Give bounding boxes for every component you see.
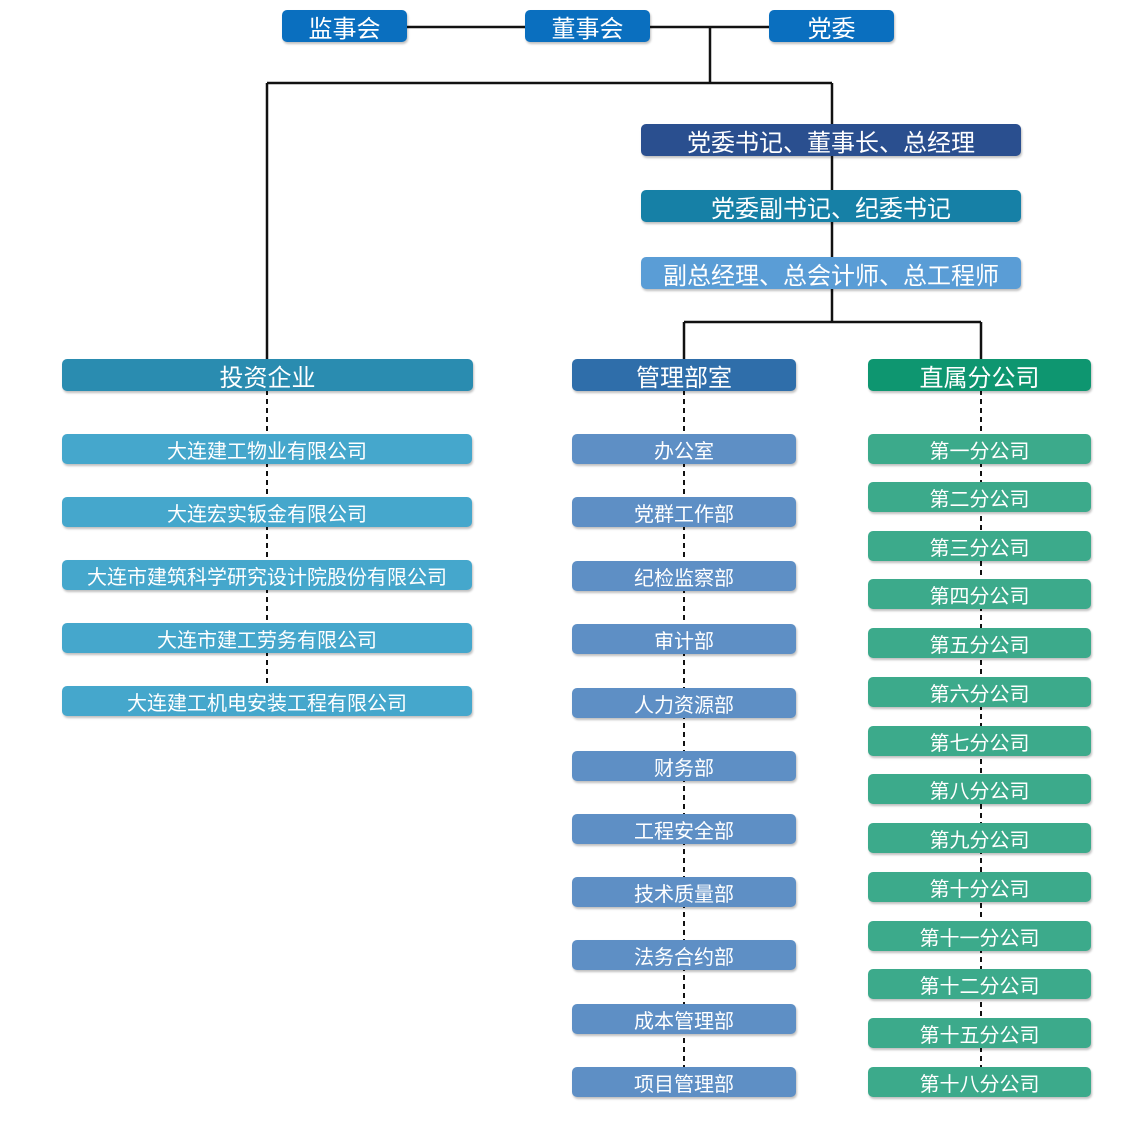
investment-item-label: 大连建工机电安装工程有限公司 xyxy=(127,690,407,715)
department-item: 工程安全部 xyxy=(572,814,796,844)
department-item: 纪检监察部 xyxy=(572,561,796,591)
branches-header: 直属分公司 xyxy=(868,359,1091,392)
department-item-label: 项目管理部 xyxy=(634,1071,734,1096)
branch-item: 第十八分公司 xyxy=(868,1067,1091,1097)
department-item: 法务合约部 xyxy=(572,940,796,970)
branch-item-label: 第八分公司 xyxy=(929,778,1030,803)
branch-item-label: 第十分公司 xyxy=(929,876,1030,901)
branch-item-label: 第六分公司 xyxy=(929,681,1030,706)
department-item: 审计部 xyxy=(572,624,796,654)
branch-item: 第十五分公司 xyxy=(868,1018,1091,1048)
branch-item-label: 第十五分公司 xyxy=(919,1022,1040,1047)
leader-level1-label: 党委书记、董事长、总经理 xyxy=(687,128,975,157)
investment-header-label: 投资企业 xyxy=(219,363,316,392)
department-item-label: 成本管理部 xyxy=(634,1008,734,1033)
leader-level3-label: 副总经理、总会计师、总工程师 xyxy=(663,261,999,290)
department-item: 技术质量部 xyxy=(572,877,796,907)
department-item: 成本管理部 xyxy=(572,1004,796,1034)
supervisory-board-label: 监事会 xyxy=(308,14,381,43)
party-committee-box: 党委 xyxy=(769,10,894,43)
branch-item: 第二分公司 xyxy=(868,482,1091,512)
branch-item-label: 第十一分公司 xyxy=(919,925,1040,950)
investment-item-label: 大连市建工劳务有限公司 xyxy=(157,627,377,652)
department-item: 财务部 xyxy=(572,751,796,781)
leader-level2-box: 党委副书记、纪委书记 xyxy=(641,190,1021,223)
investment-item: 大连市建筑科学研究设计院股份有限公司 xyxy=(62,560,472,590)
investment-item-label: 大连市建筑科学研究设计院股份有限公司 xyxy=(87,564,447,589)
department-item: 人力资源部 xyxy=(572,688,796,718)
branch-item-label: 第十二分公司 xyxy=(919,973,1040,998)
department-item: 党群工作部 xyxy=(572,497,796,527)
leader-level3-box: 副总经理、总会计师、总工程师 xyxy=(641,257,1021,290)
investment-item: 大连建工物业有限公司 xyxy=(62,434,472,464)
branch-item: 第三分公司 xyxy=(868,531,1091,561)
management-header: 管理部室 xyxy=(572,359,796,392)
branches-header-label: 直属分公司 xyxy=(919,363,1040,392)
branch-item: 第十一分公司 xyxy=(868,921,1091,951)
investment-item: 大连宏实钣金有限公司 xyxy=(62,497,472,527)
branch-item-label: 第七分公司 xyxy=(929,730,1030,755)
department-item-label: 纪检监察部 xyxy=(634,565,734,590)
branch-item-label: 第十八分公司 xyxy=(919,1071,1040,1096)
board-label: 董事会 xyxy=(551,14,624,43)
investment-item: 大连建工机电安装工程有限公司 xyxy=(62,686,472,716)
department-item-label: 人力资源部 xyxy=(634,692,734,717)
department-item-label: 党群工作部 xyxy=(634,501,734,526)
branch-item-label: 第五分公司 xyxy=(929,632,1030,657)
department-item-label: 审计部 xyxy=(654,628,714,653)
branch-item: 第四分公司 xyxy=(868,579,1091,609)
department-item: 项目管理部 xyxy=(572,1067,796,1097)
branch-item-label: 第一分公司 xyxy=(929,438,1030,463)
leader-level2-label: 党委副书记、纪委书记 xyxy=(711,194,951,223)
supervisory-board-box: 监事会 xyxy=(282,10,407,43)
investment-header: 投资企业 xyxy=(62,359,473,392)
branch-item: 第五分公司 xyxy=(868,628,1091,658)
board-of-directors-box: 董事会 xyxy=(525,10,650,43)
branch-item: 第一分公司 xyxy=(868,434,1091,464)
department-item-label: 工程安全部 xyxy=(634,818,734,843)
branch-item-label: 第九分公司 xyxy=(929,827,1030,852)
branch-item: 第八分公司 xyxy=(868,774,1091,804)
branch-item-label: 第二分公司 xyxy=(929,486,1030,511)
branch-item: 第七分公司 xyxy=(868,726,1091,756)
leader-level1-box: 党委书记、董事长、总经理 xyxy=(641,124,1021,157)
branch-item: 第六分公司 xyxy=(868,677,1091,707)
branch-item: 第十二分公司 xyxy=(868,969,1091,999)
department-item: 办公室 xyxy=(572,434,796,464)
management-header-label: 管理部室 xyxy=(636,363,732,392)
branch-item: 第十分公司 xyxy=(868,872,1091,902)
investment-item-label: 大连宏实钣金有限公司 xyxy=(167,501,367,526)
branch-item-label: 第四分公司 xyxy=(929,583,1030,608)
department-item-label: 财务部 xyxy=(654,755,714,780)
investment-item-label: 大连建工物业有限公司 xyxy=(167,438,367,463)
investment-item: 大连市建工劳务有限公司 xyxy=(62,623,472,653)
department-item-label: 法务合约部 xyxy=(634,944,734,969)
department-item-label: 办公室 xyxy=(654,438,714,463)
department-item-label: 技术质量部 xyxy=(634,881,734,906)
branch-item: 第九分公司 xyxy=(868,823,1091,853)
party-committee-label: 党委 xyxy=(807,14,856,43)
branch-item-label: 第三分公司 xyxy=(929,535,1030,560)
